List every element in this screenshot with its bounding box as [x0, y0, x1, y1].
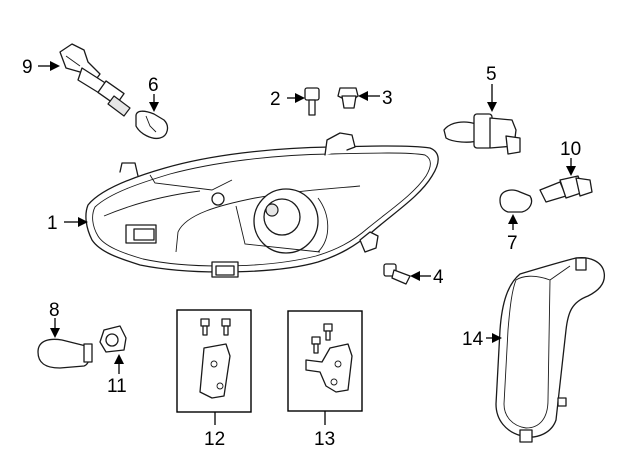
clip-3 [337, 87, 359, 109]
callout-11: 11 [107, 376, 127, 397]
bolt-4 [383, 263, 411, 285]
callout-3: 3 [382, 88, 393, 109]
callout-14: 14 [462, 329, 484, 350]
callout-6: 6 [148, 75, 159, 96]
callout-8: 8 [49, 300, 60, 321]
callout-13: 13 [314, 429, 335, 450]
headlamp-assembly [85, 132, 439, 278]
headlamp-bulb-5 [443, 113, 521, 155]
callout-2: 2 [270, 89, 281, 110]
amber-bulb-8 [37, 338, 93, 369]
bolt-2 [304, 87, 320, 116]
side-lamp-14 [495, 256, 606, 443]
bulb-socket-10 [539, 175, 593, 203]
callout-12: 12 [204, 429, 225, 450]
callout-9: 9 [22, 57, 33, 78]
callout-7: 7 [507, 233, 518, 254]
callout-10: 10 [560, 139, 581, 160]
wiring-socket-9 [59, 43, 131, 117]
wedge-bulb-6 [135, 110, 169, 140]
bracket-kit-13-box [287, 310, 363, 412]
callout-4: 4 [433, 267, 444, 288]
callout-5: 5 [486, 64, 497, 85]
socket-11 [99, 325, 127, 353]
bulb-7 [499, 189, 533, 213]
bracket-kit-12-box [176, 309, 252, 413]
callout-1: 1 [47, 213, 58, 234]
